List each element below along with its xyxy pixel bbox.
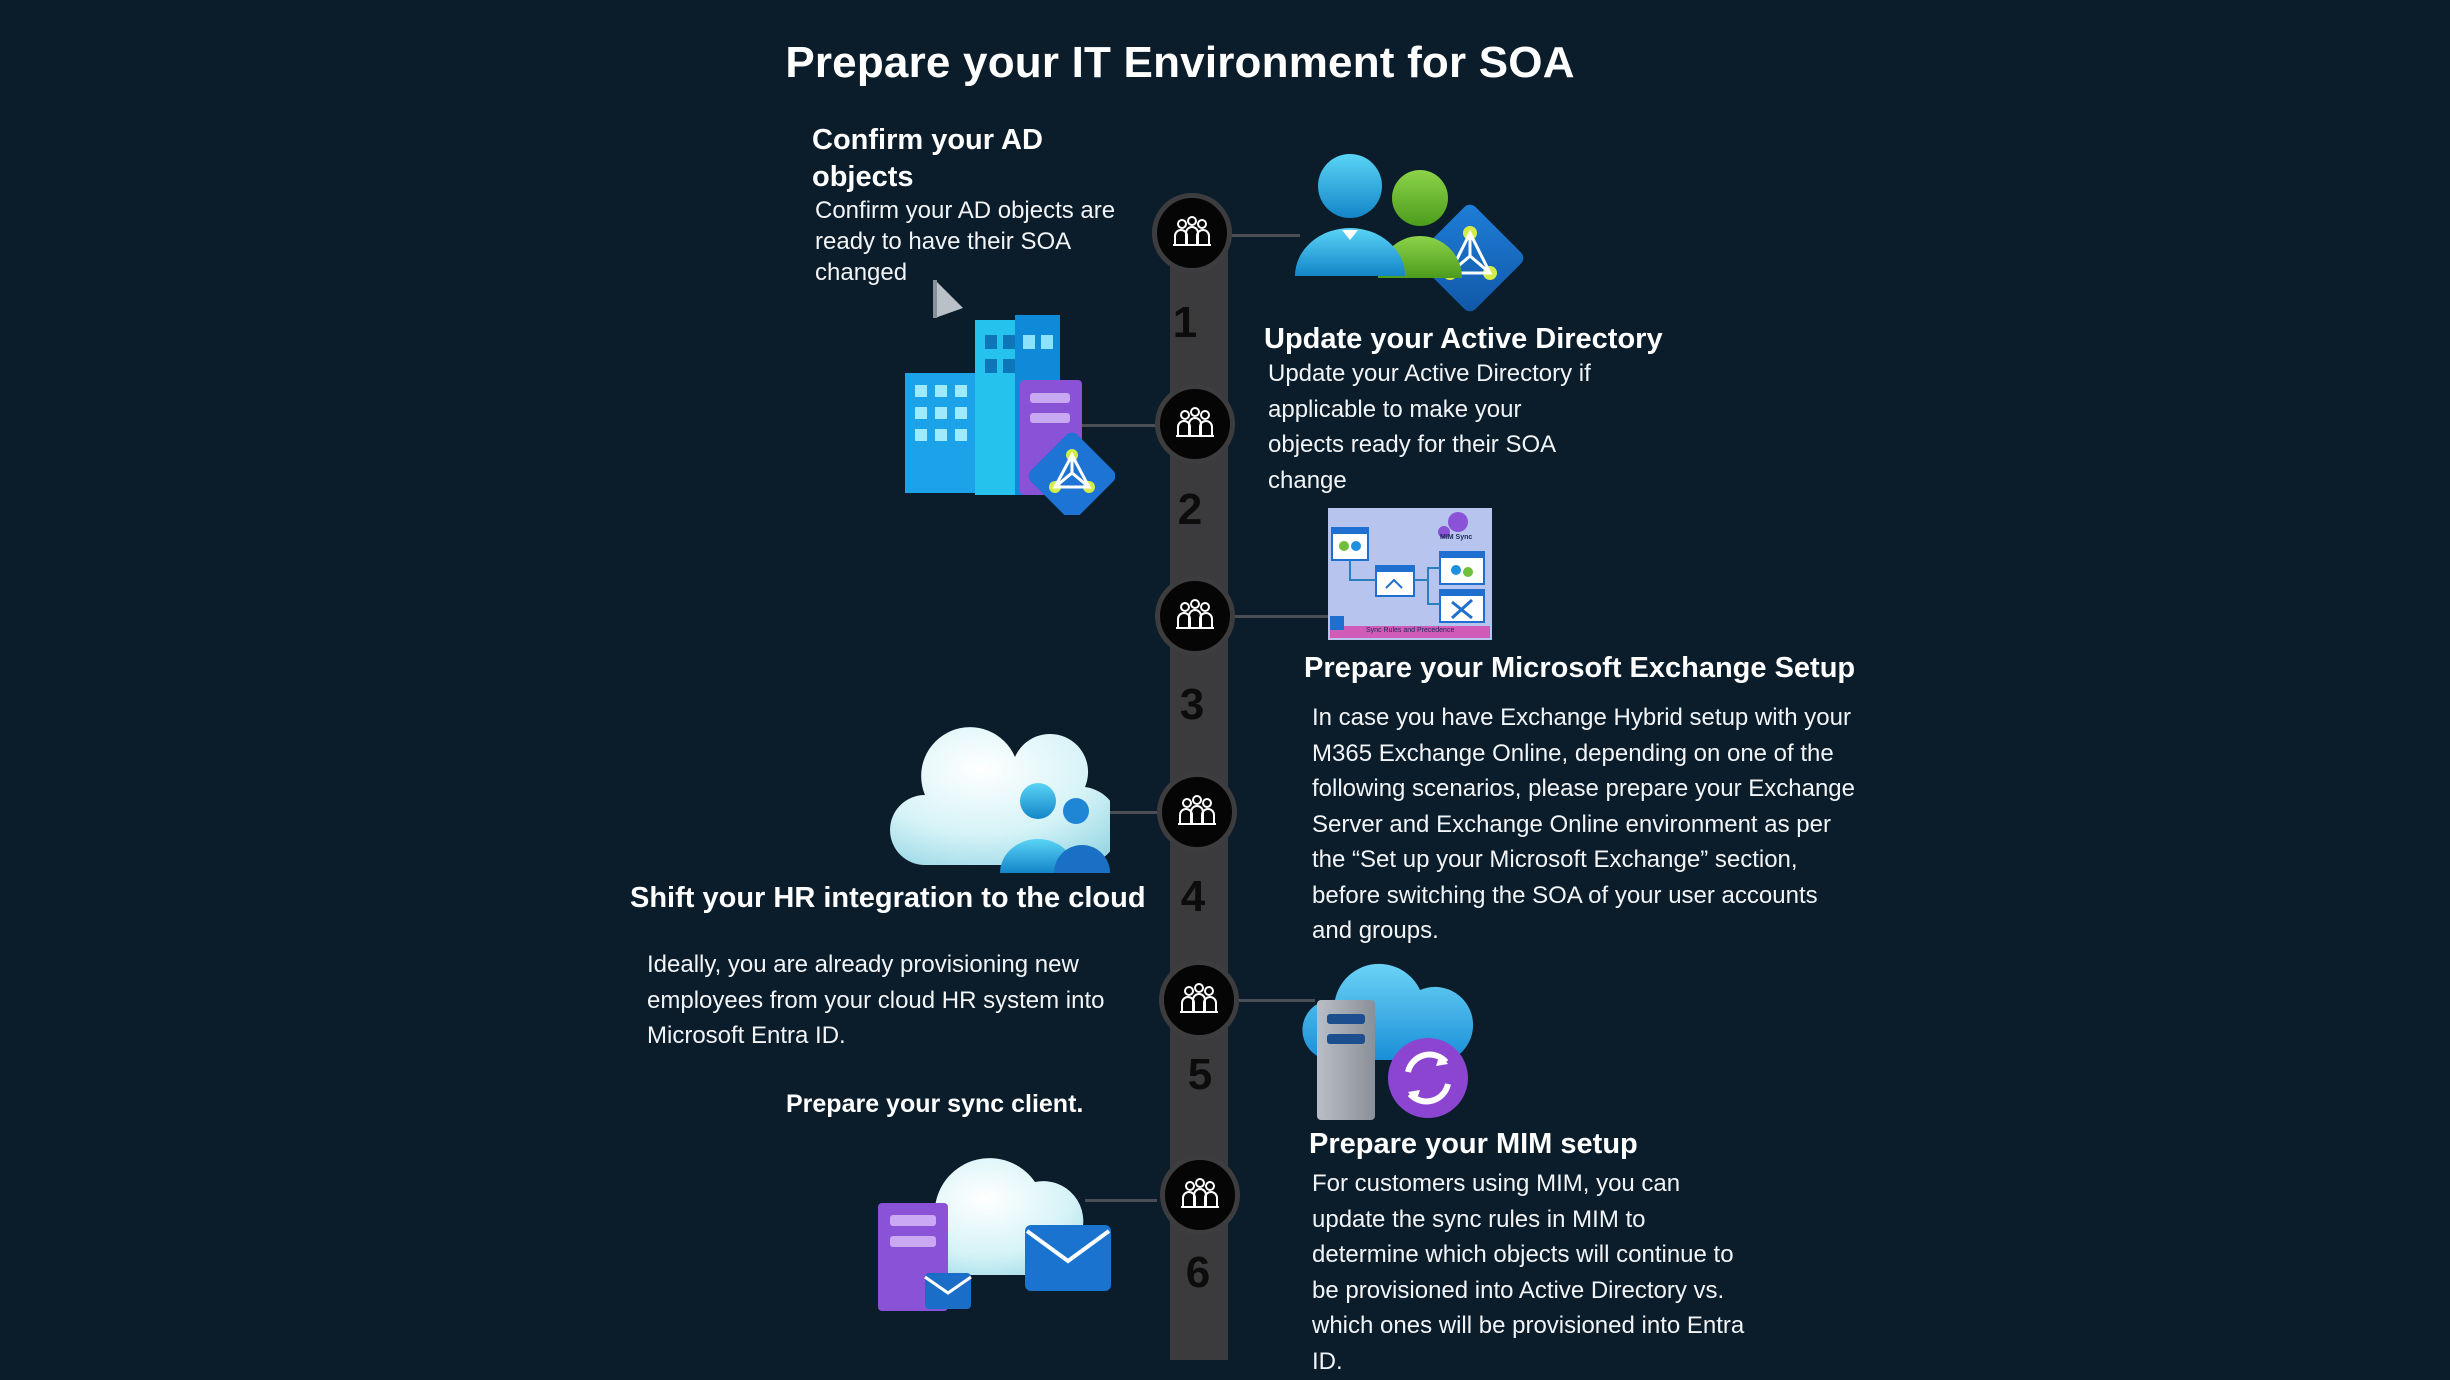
connector-3 [1232,615,1332,618]
step-6-heading: Prepare your sync client. [786,1090,1084,1118]
connector-4 [1100,811,1172,814]
timeline-node-5 [1159,960,1239,1040]
people-group-icon [1176,599,1214,629]
step-number-3: 3 [1179,680,1205,729]
step-5-body: For customers using MIM, you can update … [1312,1170,1745,1375]
people-group-icon [1181,1178,1219,1208]
step-number-5: 5 [1187,1050,1213,1099]
step-number-1: 1 [1172,298,1198,347]
cloud-server-mail-icon [875,1125,1115,1315]
step-5-heading: Prepare your MIM setup [1309,1128,1638,1160]
connector-1 [1230,234,1300,237]
step-3-heading: Prepare your Microsoft Exchange Setup [1304,652,1856,684]
step-4-body: Ideally, you are already provisioning ne… [647,951,1105,1049]
step-number-4: 4 [1180,872,1206,921]
users-directory-icon [1290,148,1530,318]
step-4-heading: Shift your HR integration to the cloud [630,882,1146,914]
mim-diagram-footer: Sync Rules and Precedence [1366,627,1455,634]
connector-2 [1080,424,1172,427]
connector-6 [1085,1199,1157,1202]
step-number-2: 2 [1177,485,1203,534]
step-2-heading: Update your Active Directory [1264,323,1663,355]
cloud-users-icon [890,715,1120,875]
step-1-body: Confirm your AD objects are ready to hav… [815,197,1116,286]
timeline-node-2 [1155,384,1235,464]
people-group-icon [1178,795,1216,825]
timeline-node-1 [1152,193,1232,273]
mim-diagram-title: MIM Sync [1440,534,1473,541]
people-group-icon [1180,983,1218,1013]
step-1-heading: Confirm your AD objects [812,124,1043,193]
people-group-icon [1176,407,1214,437]
cloud-server-sync-icon [1300,950,1480,1125]
building-directory-icon [905,275,1116,520]
step-3-body: In case you have Exchange Hybrid setup w… [1312,704,1855,944]
people-group-icon [1173,216,1211,246]
connector-5 [1235,999,1315,1002]
timeline-node-4 [1157,772,1237,852]
step-number-6: 6 [1185,1248,1211,1297]
mim-sync-diagram-icon: MIM Sync Sync Rules and Precedence [1328,508,1492,640]
timeline-node-6 [1160,1155,1240,1235]
page-title: Prepare your IT Environment for SOA [785,38,1575,87]
step-2-body: Update your Active Directory if applicab… [1268,360,1591,494]
timeline-node-3 [1155,576,1235,656]
